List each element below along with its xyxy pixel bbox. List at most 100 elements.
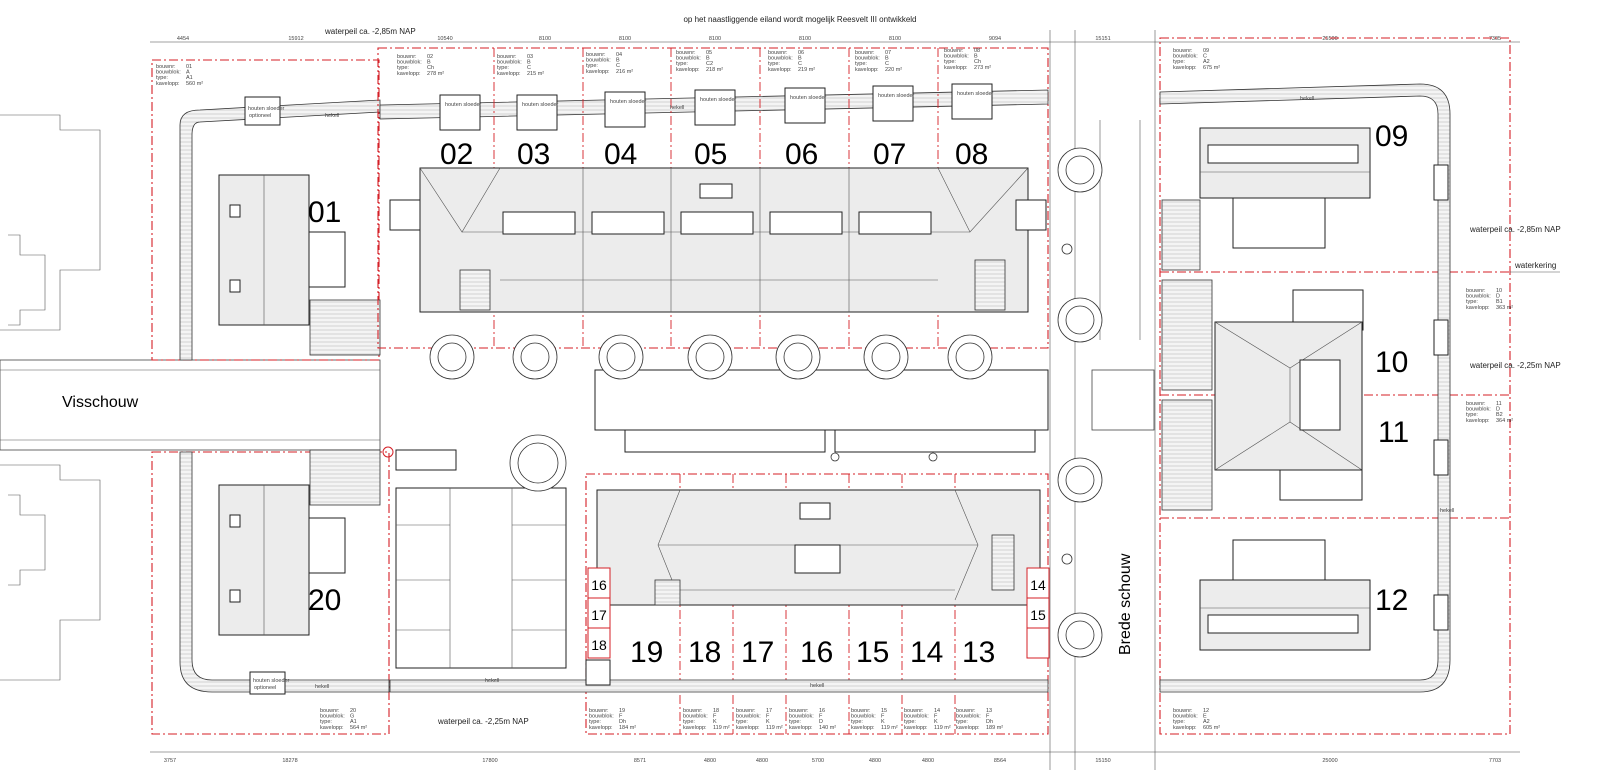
svg-text:houten sloeder: houten sloeder <box>248 106 285 112</box>
lot-info-label-bouwnr: bouwnr: <box>586 52 606 58</box>
svg-text:4800: 4800 <box>756 758 768 764</box>
lot-info-value-kaveloop: 119 m² <box>934 725 951 731</box>
lot-info-label-bouwblok: bouwblok: <box>156 70 181 76</box>
lot-info-value-type: A2 <box>1203 59 1210 65</box>
street-label-visschouw: Visschouw <box>62 394 139 411</box>
lot-info-label-bouwblok: bouwblok: <box>397 60 422 66</box>
lot-info-value-kaveloop: 216 m² <box>616 69 633 75</box>
lot-info-value-bouwblok: F <box>766 714 770 720</box>
lot-info-label-bouwnr: bouwnr: <box>156 64 176 70</box>
lot-number-06: 06 <box>785 138 818 171</box>
lot-info-value-bouwnr: 08 <box>974 48 980 54</box>
lot-info-label-bouwblok: bouwblok: <box>851 714 876 720</box>
svg-text:houten sloeder: houten sloeder <box>253 678 290 684</box>
lot-number-16: 16 <box>800 636 833 669</box>
lot-info-value-kaveloop: 220 m² <box>885 67 902 73</box>
lot-info-value-kaveloop: 273 m² <box>974 65 991 71</box>
lot-info-value-kaveloop: 219 m² <box>798 67 815 73</box>
svg-text:hekell: hekell <box>1300 96 1314 102</box>
lot-info-label-type: type: <box>855 61 867 67</box>
lot-info-label-kaveloop: kavelopp: <box>944 65 968 71</box>
svg-text:hekell: hekell <box>485 678 499 684</box>
svg-text:4800: 4800 <box>922 758 934 764</box>
lot-info-label-kaveloop: kavelopp: <box>156 81 180 87</box>
lot-info-label-type: type: <box>944 59 956 65</box>
water-level-east-top: waterpeil ca. -2,85m NAP <box>1469 225 1561 234</box>
svg-text:houten sloeder: houten sloeder <box>700 97 737 103</box>
lot-info-label-bouwnr: bouwnr: <box>1173 48 1193 54</box>
lot-info-value-type: B2 <box>1496 412 1503 418</box>
lot-number-19: 19 <box>630 636 663 669</box>
lot-info-label-type: type: <box>1173 719 1185 725</box>
lot-number-20: 20 <box>308 584 341 617</box>
top-dimension-line: 4454 15912 10540 8100 8100 8100 8100 810… <box>150 36 1520 43</box>
lot-info-value-bouwnr: 14 <box>934 708 940 714</box>
lot-info-label-bouwnr: bouwnr: <box>1173 708 1193 714</box>
brede-schouw-road: Brede schouw <box>1049 30 1156 770</box>
lot-numbers: 01 02 03 04 05 06 07 08 09 10 11 12 13 1… <box>308 120 1409 669</box>
lot-info-value-bouwnr: 09 <box>1203 48 1209 54</box>
lot-info-label-bouwblok: bouwblok: <box>676 56 701 62</box>
lot-info-label-bouwnr: bouwnr: <box>904 708 924 714</box>
svg-text:8100: 8100 <box>889 36 901 42</box>
lot-info-label-bouwnr: bouwnr: <box>320 708 340 714</box>
central-parking <box>395 369 1049 669</box>
svg-text:hekell: hekell <box>810 683 824 689</box>
lot-info-label-bouwblok: bouwblok: <box>956 714 981 720</box>
lot-number-01: 01 <box>308 196 341 229</box>
street-trees-east <box>1057 147 1103 658</box>
lot-info-value-bouwnr: 04 <box>616 52 622 58</box>
lot-info-value-bouwblok: B <box>427 60 431 66</box>
svg-text:25000: 25000 <box>1322 758 1337 764</box>
lot-info-value-kaveloop: 364 m² <box>1496 418 1513 424</box>
lot-info-label-kaveloop: kavelopp: <box>586 69 610 75</box>
lot-info-value-type: B1 <box>1496 299 1503 305</box>
lot-number-05: 05 <box>694 138 727 171</box>
lot-info-value-kaveloop: 119 m² <box>881 725 898 731</box>
lot-info-label-kaveloop: kavelopp: <box>1173 725 1197 731</box>
svg-text:7305: 7305 <box>1489 36 1501 42</box>
lot-info-value-bouwblok: D <box>1496 407 1500 413</box>
lot-info-value-type: Dh <box>619 719 626 725</box>
lot-info-label-type: type: <box>904 719 916 725</box>
lot-info-label-kaveloop: kavelopp: <box>956 725 980 731</box>
lot-info-label-bouwblok: bouwblok: <box>1173 714 1198 720</box>
top-note: op het naastliggende eiland wordt mogeli… <box>683 15 916 24</box>
svg-text:4800: 4800 <box>869 758 881 764</box>
lot-info-value-bouwnr: 17 <box>766 708 772 714</box>
svg-text:houten sloeder: houten sloeder <box>610 99 647 105</box>
lot-info-label-kaveloop: kavelopp: <box>851 725 875 731</box>
lot-info-value-kaveloop: 140 m² <box>819 725 836 731</box>
svg-text:houten sloeder: houten sloeder <box>445 102 482 108</box>
lot-info-value-bouwnr: 15 <box>881 708 887 714</box>
lot-info-label-kaveloop: kavelopp: <box>1466 305 1490 311</box>
lot-info-value-bouwnr: 18 <box>713 708 719 714</box>
lot-info-value-kaveloop: 564 m² <box>350 725 367 731</box>
lot-info-label-kaveloop: kavelopp: <box>855 67 879 73</box>
svg-text:hekell: hekell <box>670 105 684 111</box>
lot-info-value-type: K <box>766 719 770 725</box>
lot-info-label-bouwblok: bouwblok: <box>789 714 814 720</box>
svg-text:15912: 15912 <box>288 36 303 42</box>
plot-01 <box>151 59 381 361</box>
lot-info-label-type: type: <box>789 719 801 725</box>
lot-info-label-type: type: <box>736 719 748 725</box>
lot-info-label-bouwnr: bouwnr: <box>397 54 417 60</box>
water-level-bottom: waterpeil ca. -2,25m NAP <box>437 717 529 726</box>
svg-text:10540: 10540 <box>437 36 452 42</box>
lot-info-label-kaveloop: kavelopp: <box>768 67 792 73</box>
svg-text:8100: 8100 <box>799 36 811 42</box>
lot-info-value-bouwnr: 10 <box>1496 288 1502 294</box>
east-block <box>1159 37 1560 735</box>
lot-number-07: 07 <box>873 138 906 171</box>
lot-info-value-bouwblok: B <box>885 56 889 62</box>
lot-info-label-type: type: <box>586 63 598 69</box>
